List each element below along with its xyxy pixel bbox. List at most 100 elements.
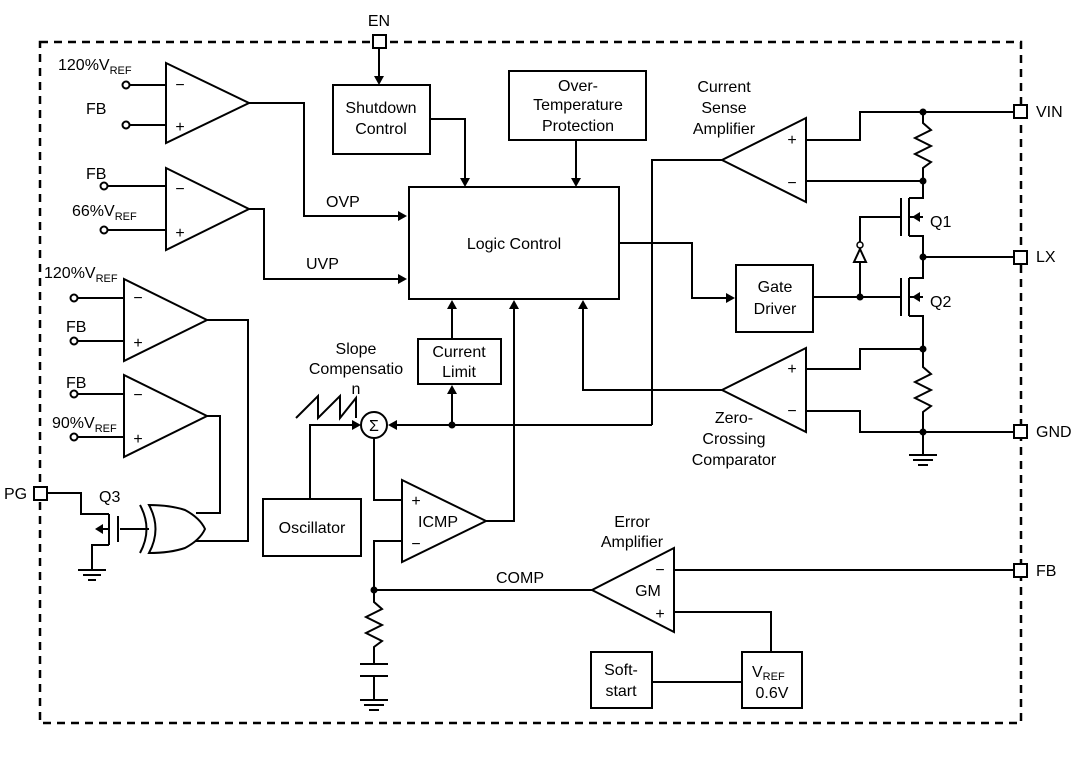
q1-label: Q1 xyxy=(930,214,951,231)
zcc-label-3: Comparator xyxy=(692,452,777,469)
otp-label-1: Over- xyxy=(558,78,598,95)
shutdown-label-1: Shutdown xyxy=(345,100,416,117)
pin-fb: FB xyxy=(1013,563,1056,580)
csa-label-1: Current xyxy=(697,79,751,96)
slope-label-2: Compensatio xyxy=(309,361,403,378)
lx-node xyxy=(919,253,1014,261)
soft-start-block: Soft- start xyxy=(590,651,653,709)
ovp-plus-sign: + xyxy=(175,119,184,136)
pin-pg: PG xyxy=(4,486,48,503)
vref-block: VREF 0.6V xyxy=(741,651,803,709)
otp-block: Over- Temperature Protection xyxy=(508,70,647,141)
uvp-signal-label: UVP xyxy=(306,256,339,273)
q1-mosfet: Q1 xyxy=(859,181,951,297)
current-limit-block: Current Limit xyxy=(417,338,502,385)
gate-inverter xyxy=(852,241,868,263)
error-amplifier: − + GM Error Amplifier xyxy=(589,514,1014,652)
pg-high-input-top-label: 120%VREF xyxy=(44,265,118,285)
uvp-plus-sign: + xyxy=(175,225,184,242)
shutdown-label-2: Control xyxy=(355,121,407,138)
comp-signal-label: COMP xyxy=(496,570,544,587)
uvp-comparator: − + FB 66%VREF UVP xyxy=(72,166,407,284)
wire-en xyxy=(374,48,384,85)
icmp-plus-sign: + xyxy=(411,493,420,510)
wire-sense-to-sum xyxy=(388,420,652,430)
high-side-sense-resistor xyxy=(912,108,934,185)
ea-label-1: Error xyxy=(614,514,650,531)
q2-label: Q2 xyxy=(930,294,951,311)
wire-current-limit xyxy=(447,300,457,429)
chip-boundary xyxy=(38,40,1023,725)
icmp-minus-sign: − xyxy=(411,536,420,553)
comp-network: COMP xyxy=(360,570,592,711)
zcc-label-2: Crossing xyxy=(702,431,765,448)
logic-control-block: Logic Control xyxy=(408,186,620,300)
uvp-input-top-label: FB xyxy=(86,166,106,183)
pg-high-input-bottom-label: FB xyxy=(66,319,86,336)
zero-crossing-comparator: + − Zero- Crossing Comparator xyxy=(578,300,923,469)
pin-lx-label: LX xyxy=(1036,249,1056,266)
gate-driver-label-2: Driver xyxy=(754,301,797,318)
pin-gnd: GND xyxy=(1013,424,1072,441)
vref-label: VREF xyxy=(752,664,785,683)
pin-fb-label: FB xyxy=(1036,563,1056,580)
zcc-minus-sign: − xyxy=(787,403,796,420)
pg-low-plus-sign: + xyxy=(133,431,142,448)
ea-minus-sign: − xyxy=(655,562,664,579)
zcc-label-1: Zero- xyxy=(715,410,753,427)
summing-junction: Σ xyxy=(360,411,388,439)
pg-high-minus-sign: − xyxy=(133,290,142,307)
oscillator-label: Oscillator xyxy=(279,520,346,537)
wire-logic-gate-driver xyxy=(619,242,735,303)
wire-shutdown-logic xyxy=(430,118,470,187)
csa-label-3: Amplifier xyxy=(693,121,756,138)
oscillator-block: Oscillator xyxy=(262,498,362,557)
current-limit-label-2: Limit xyxy=(442,364,476,381)
ovp-input-top-label: 120%VREF xyxy=(58,57,132,77)
current-limit-label-1: Current xyxy=(432,344,486,361)
otp-label-2: Temperature xyxy=(533,97,623,114)
slope-label-3: n xyxy=(352,381,361,398)
slope-label-1: Slope xyxy=(336,341,377,358)
pg-low-input-bottom-label: 90%VREF xyxy=(52,415,117,435)
pin-vin: VIN xyxy=(1013,104,1063,121)
pin-vin-label: VIN xyxy=(1036,104,1063,121)
q3-label: Q3 xyxy=(99,489,120,506)
pin-pg-label: PG xyxy=(4,486,27,503)
or-gate xyxy=(120,503,207,555)
slope-compensation: Slope Compensatio n xyxy=(295,341,403,421)
icmp-comparator: + − ICMP xyxy=(373,300,519,590)
uvp-minus-sign: − xyxy=(175,181,184,198)
csa-label-2: Sense xyxy=(701,100,746,117)
zcc-plus-sign: + xyxy=(787,361,796,378)
soft-start-label-1: Soft- xyxy=(604,662,638,679)
uvp-input-bottom-label: 66%VREF xyxy=(72,203,137,223)
pg-low-minus-sign: − xyxy=(133,387,142,404)
gate-driver-label-1: Gate xyxy=(758,279,793,296)
pg-high-comparator: − + 120%VREF FB xyxy=(44,265,249,542)
sigma-symbol: Σ xyxy=(369,418,379,435)
soft-start-label-2: start xyxy=(605,683,637,700)
icmp-label: ICMP xyxy=(418,514,458,531)
pin-gnd-label: GND xyxy=(1036,424,1072,441)
logic-control-label: Logic Control xyxy=(467,236,561,253)
low-side-sense-resistor xyxy=(909,345,1014,466)
otp-label-3: Protection xyxy=(542,118,614,135)
current-sense-amplifier: + − Current Sense Amplifier xyxy=(651,79,1014,425)
ea-gm-label: GM xyxy=(635,583,661,600)
gate-driver-block: Gate Driver xyxy=(735,264,814,333)
csa-minus-sign: − xyxy=(787,175,796,192)
q3-transistor: Q3 xyxy=(47,489,120,581)
ovp-input-bottom-label: FB xyxy=(86,101,106,118)
q2-mosfet: Q2 xyxy=(813,257,951,349)
ea-plus-sign: + xyxy=(655,606,664,623)
pin-lx: LX xyxy=(1013,249,1056,266)
ovp-signal-label: OVP xyxy=(326,194,360,211)
ea-label-2: Amplifier xyxy=(601,534,664,551)
wire-osc-sum xyxy=(309,420,361,499)
csa-plus-sign: + xyxy=(787,132,796,149)
shutdown-control-block: Shutdown Control xyxy=(332,84,431,155)
pin-en-label: EN xyxy=(368,13,390,30)
pg-high-plus-sign: + xyxy=(133,335,142,352)
